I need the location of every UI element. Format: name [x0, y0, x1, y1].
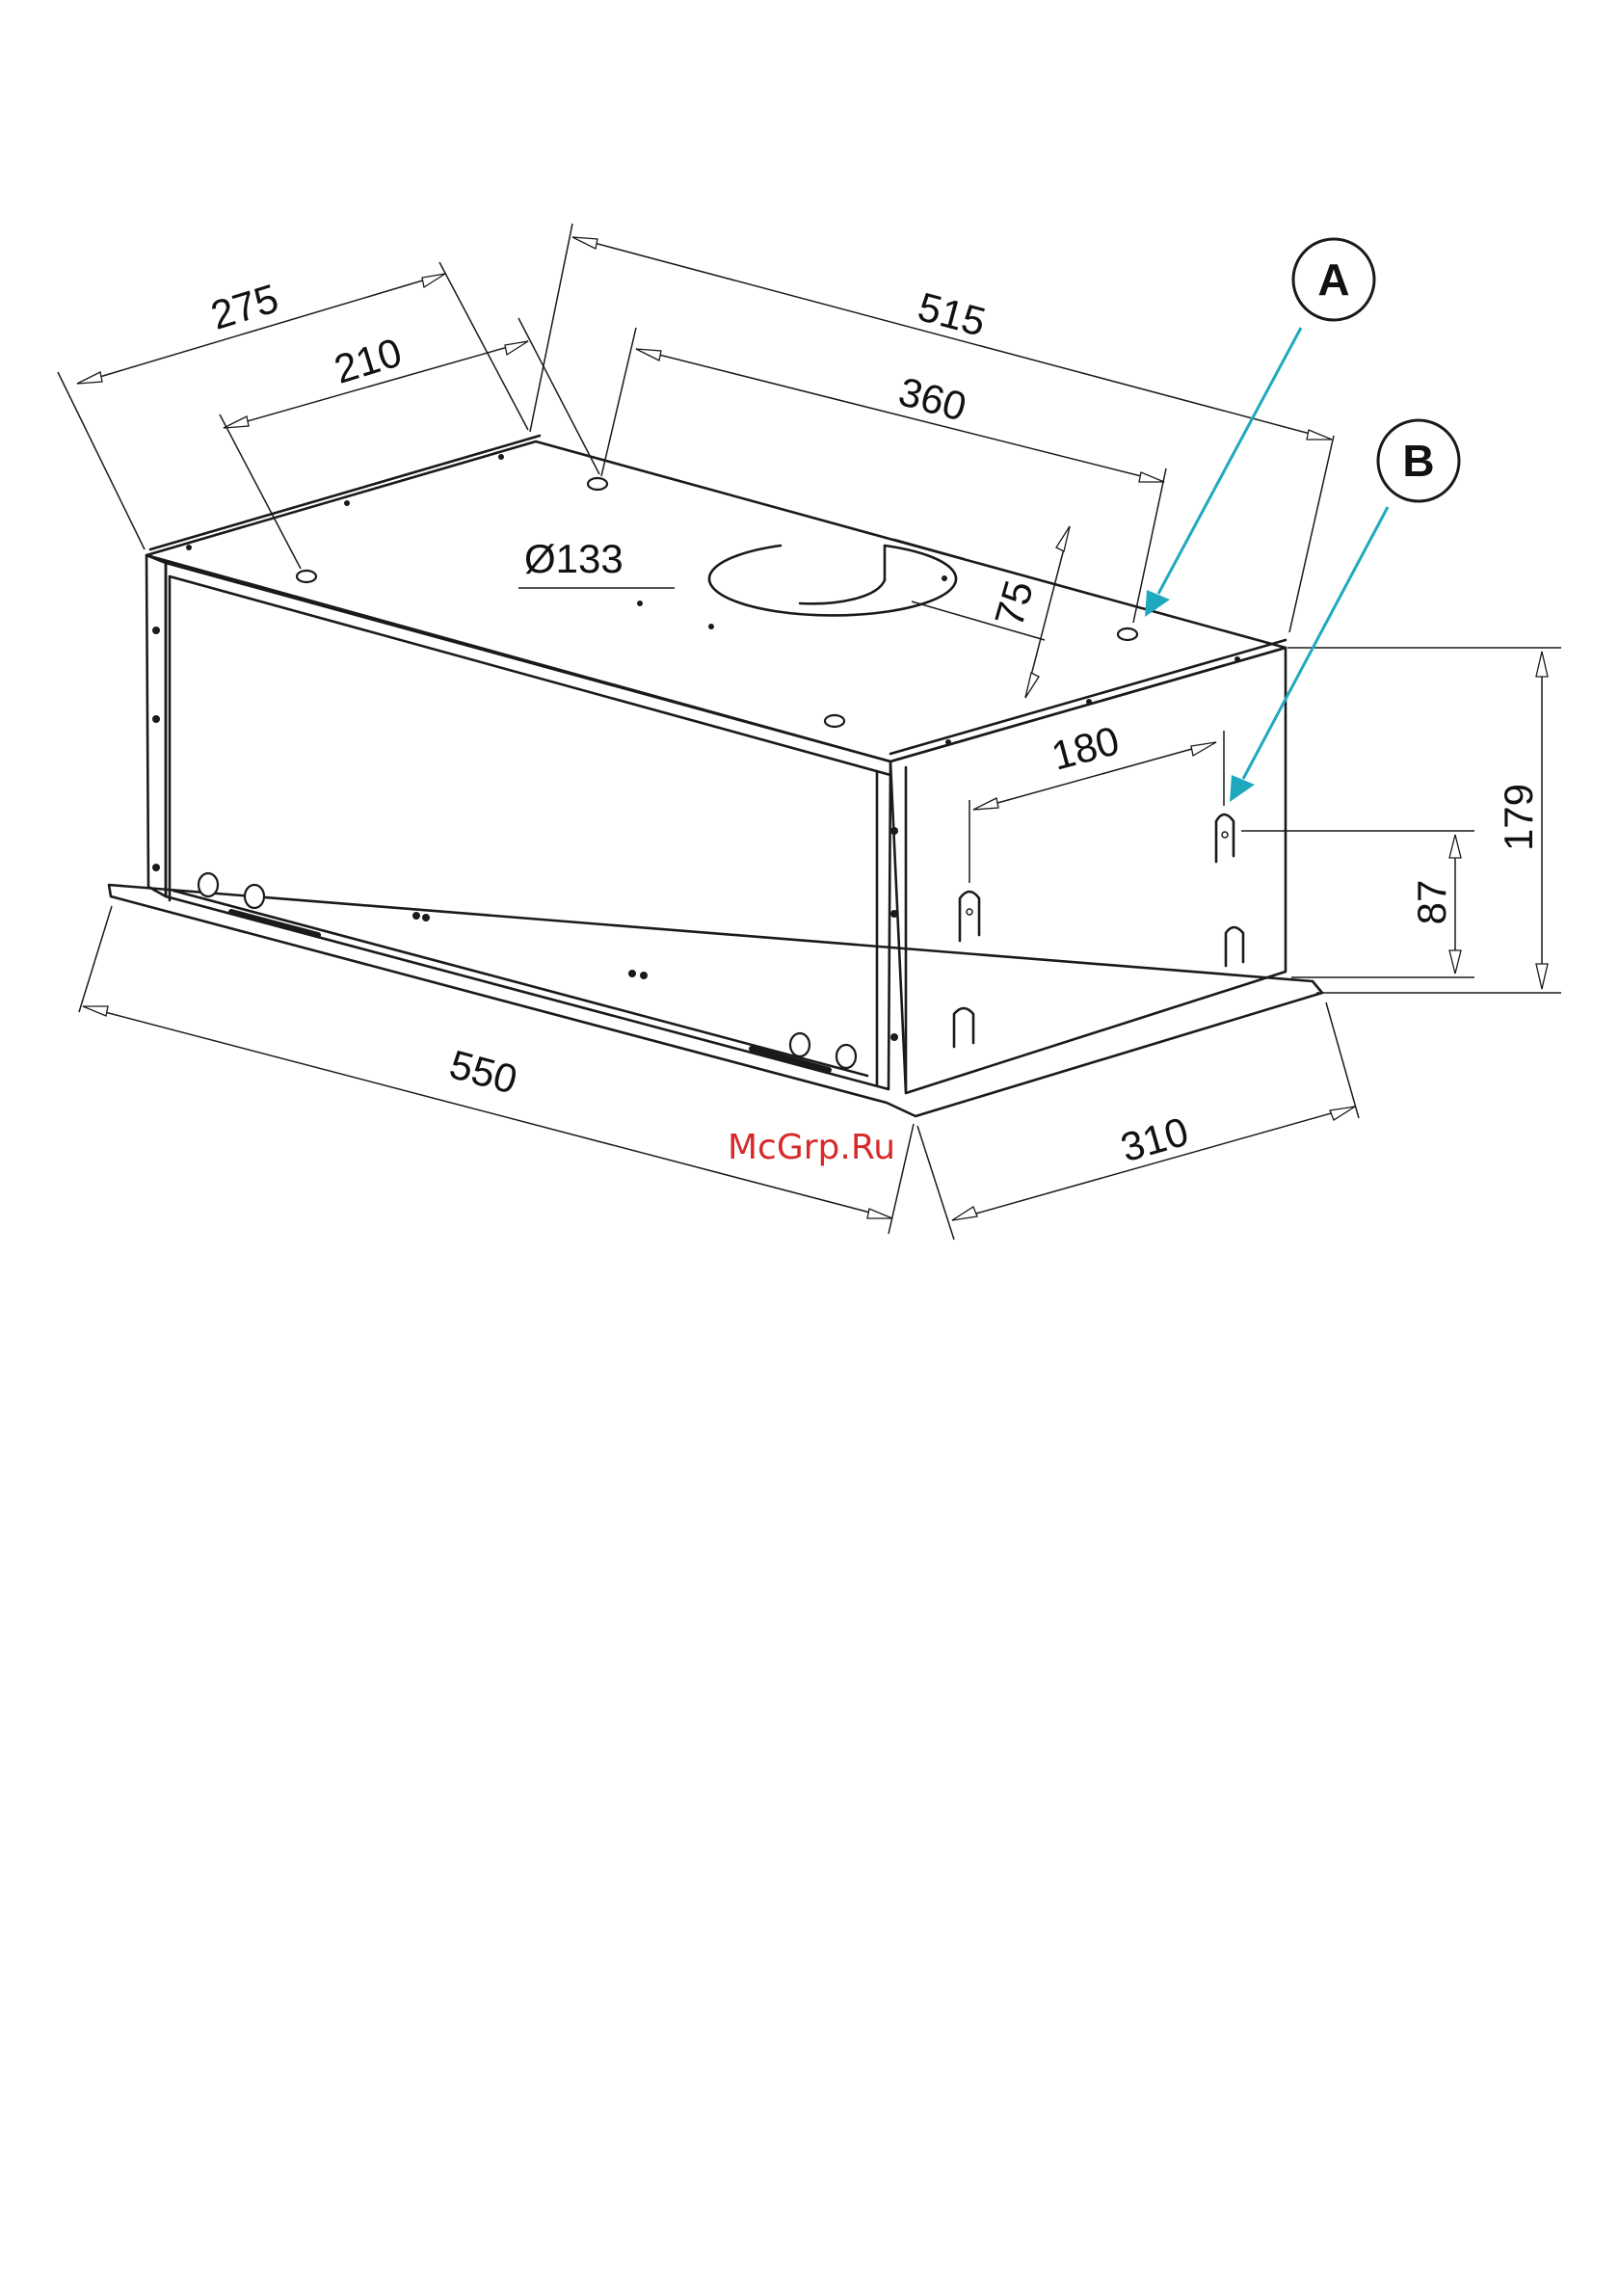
callout-a: A [1145, 239, 1374, 617]
dim-360: 360 [894, 368, 971, 430]
dim-310: 310 [1116, 1108, 1193, 1170]
callout-a-label: A [1317, 254, 1349, 305]
side-brackets [954, 814, 1243, 1047]
dim-179: 179 [1496, 784, 1541, 851]
dim-550: 550 [445, 1041, 522, 1103]
callout-b-label: B [1402, 436, 1434, 486]
dim-87: 87 [1409, 880, 1454, 925]
callout-b: B [1230, 420, 1459, 802]
bottom-flange [109, 885, 1322, 1116]
right-side-face [890, 648, 1286, 1093]
watermark: McGrp.Ru [728, 1128, 895, 1167]
dim-515: 515 [914, 283, 991, 345]
dim-75: 75 [986, 575, 1042, 631]
dimension-lines [58, 224, 1561, 1240]
dimension-arrowheads [77, 237, 1548, 1220]
dim-diameter-133: Ø133 [524, 536, 624, 581]
dim-210: 210 [329, 329, 407, 391]
top-left-rail [150, 436, 540, 549]
duct-outlet [709, 540, 964, 615]
front-face [166, 563, 890, 1089]
dim-275: 275 [205, 275, 283, 337]
callout-a-arrow [1158, 328, 1301, 594]
dim-180: 180 [1047, 717, 1124, 779]
hood-body [109, 436, 1322, 1116]
front-top-edge-line [170, 576, 890, 775]
left-side-panel [146, 555, 166, 896]
